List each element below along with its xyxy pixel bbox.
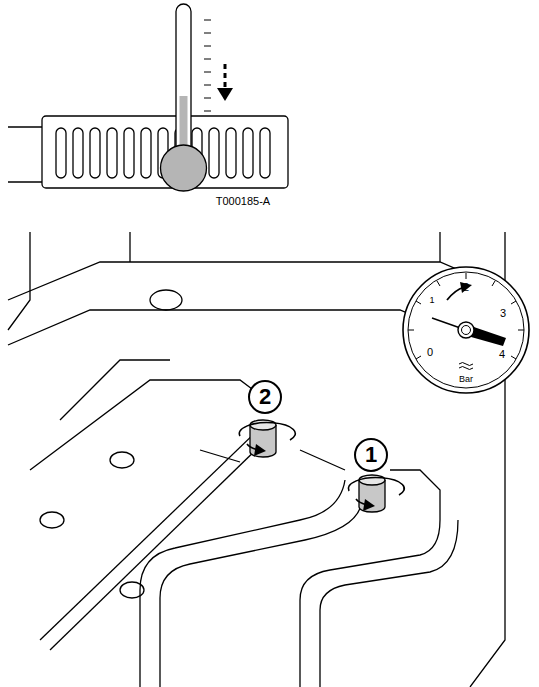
gauge-label: 2 — [463, 282, 469, 293]
gauge-label: 3 — [500, 308, 506, 319]
callout-circle: 2 — [248, 380, 282, 414]
callout-circle: 1 — [354, 438, 388, 472]
gauge-label: 0 — [427, 347, 433, 358]
gauge-label: 1 — [429, 296, 434, 305]
gauge-label: Bar — [459, 375, 473, 384]
callout-number: 2 — [259, 386, 271, 408]
gauge-label: 4 — [499, 349, 505, 360]
figure-code: T000185-A — [216, 196, 270, 207]
callout-number: 1 — [365, 444, 377, 466]
